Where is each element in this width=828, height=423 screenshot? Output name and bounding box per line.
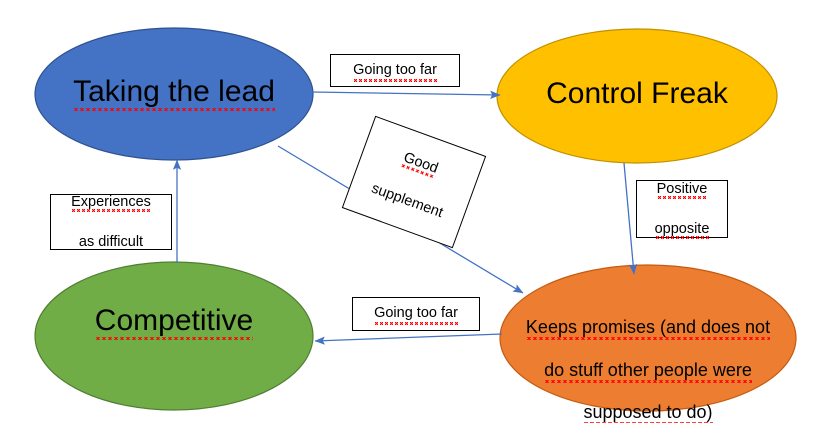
edge-label-text-as-difficult: as difficult xyxy=(78,234,144,250)
edge-label-positive-opposite[interactable]: Positive opposite xyxy=(636,180,728,238)
edge-label-text-experiences: Experiences xyxy=(71,194,151,210)
edge-label-going-too-far-top[interactable]: Going too far xyxy=(330,54,460,87)
edge-label-text-opposite: opposite xyxy=(654,221,710,237)
edge-label-text-supplement: supplement xyxy=(369,180,446,222)
edge-label-text-lead-to-control: Going too far xyxy=(353,59,437,82)
edge-label-experiences-as-difficult[interactable]: Experiences as difficult xyxy=(50,194,172,250)
edge-label-going-too-far-bottom[interactable]: Going too far xyxy=(352,297,480,331)
edge-label-text-keeps-to-competitive: Going too far xyxy=(374,303,458,325)
edge-lead-to-control[interactable] xyxy=(311,90,501,100)
edge-label-text-positive: Positive xyxy=(656,181,708,197)
edge-keeps-to-competitive[interactable] xyxy=(314,333,503,345)
edge-control-to-keeps[interactable] xyxy=(623,162,638,275)
edge-label-text-good: Good xyxy=(400,149,441,179)
